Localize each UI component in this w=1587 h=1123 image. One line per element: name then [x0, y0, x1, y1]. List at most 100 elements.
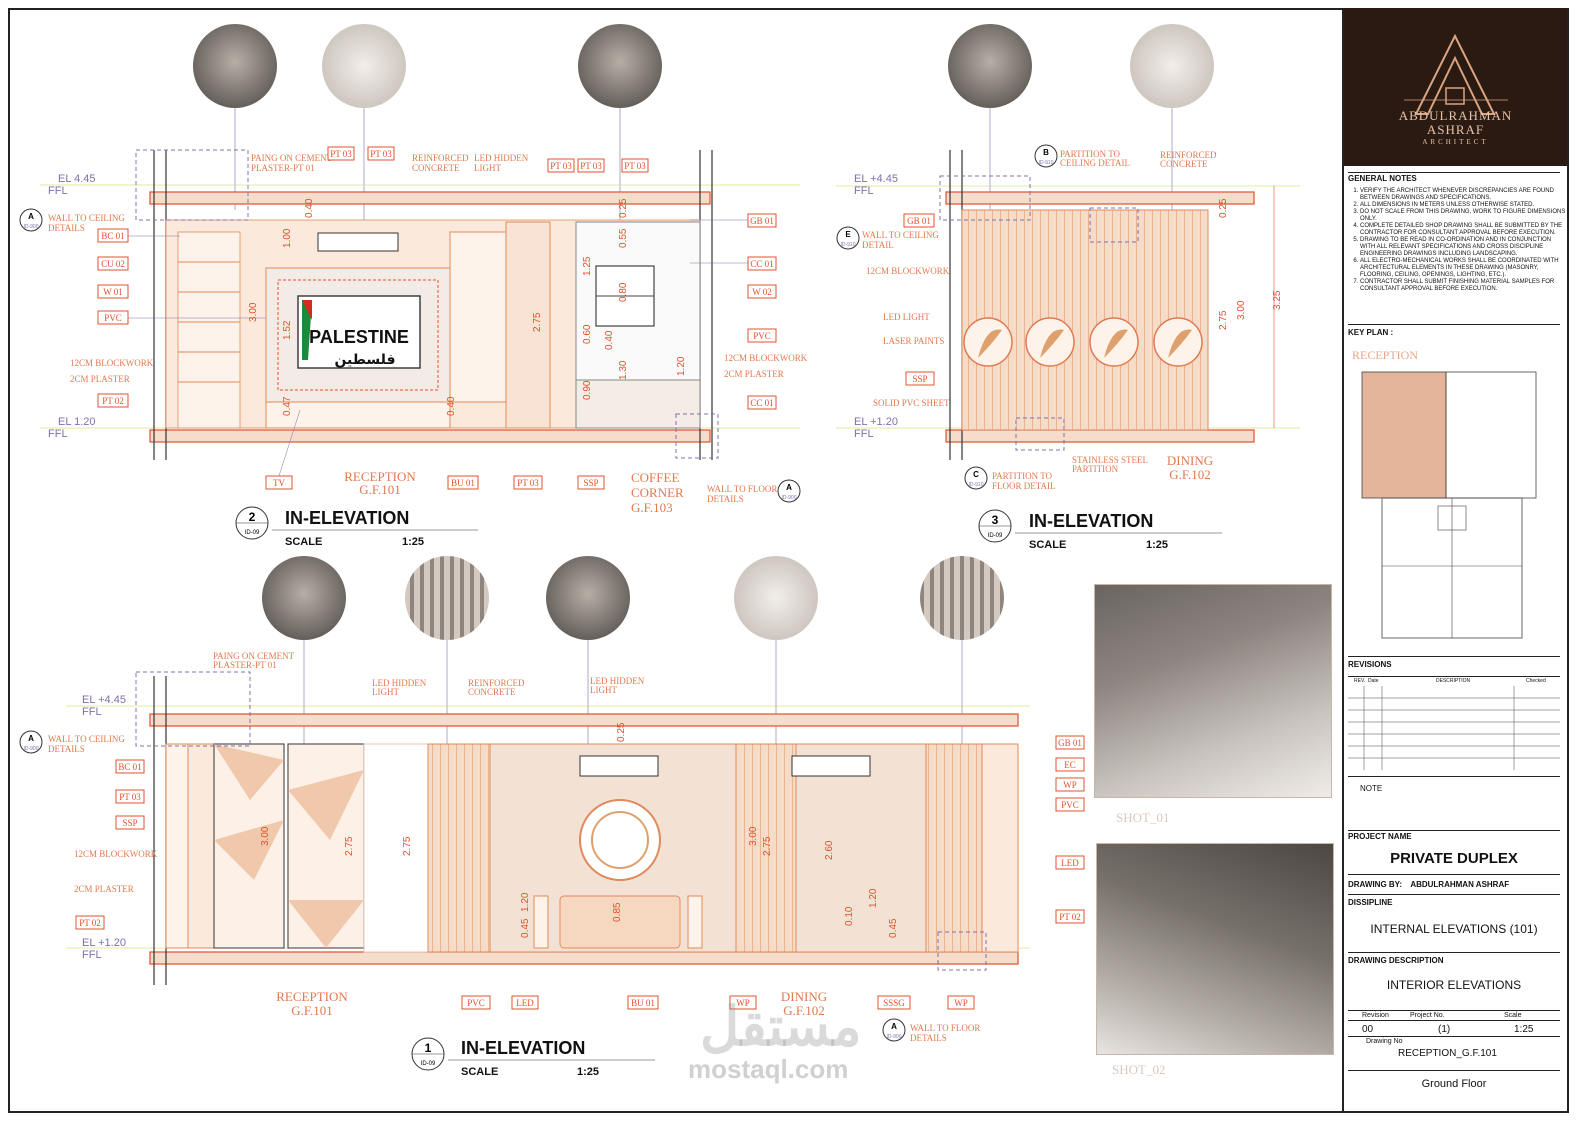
svg-text:PARTITION: PARTITION: [1072, 464, 1119, 474]
tv-screen: [297, 295, 421, 369]
svg-text:LED: LED: [516, 998, 534, 1008]
svg-text:12CM BLOCKWORK: 12CM BLOCKWORK: [724, 353, 808, 363]
svg-text:SSP: SSP: [122, 818, 137, 828]
svg-text:SCALE: SCALE: [1029, 539, 1066, 551]
tags-top: PT 03 PT 03 PT 03 PT 03 PT 03: [327, 146, 649, 173]
floor-slab: [149, 429, 711, 443]
svg-text:LIGHT: LIGHT: [372, 687, 399, 697]
svg-text:ID-09: ID-09: [988, 533, 1003, 539]
logo: ABDULRAHMAN ASHRAF ARCHITECT: [1344, 8, 1567, 166]
discipline-heading: DISSIPLINE: [1348, 898, 1393, 907]
console-table: [559, 895, 681, 949]
svg-text:0.10: 0.10: [844, 906, 855, 926]
svg-text:DINING: DINING: [1167, 453, 1213, 468]
svg-text:STAINLESS STEEL: STAINLESS STEEL: [1072, 455, 1148, 465]
titleblock-divider: [1342, 8, 1344, 1113]
svg-text:SSSG: SSSG: [883, 998, 905, 1008]
svg-text:SSP: SSP: [583, 478, 598, 488]
svg-text:WALL TO FLOOR: WALL TO FLOOR: [910, 1023, 980, 1033]
svg-text:1.52: 1.52: [282, 320, 293, 340]
svg-text:SCALE: SCALE: [461, 1066, 498, 1078]
svg-text:RECEPTION: RECEPTION: [276, 989, 348, 1004]
elevations-canvas: EL 4.45 FFL EL 1.20 FFL PALESTINE فلسطين: [19, 24, 1300, 1078]
svg-text:EL +1.20: EL +1.20: [854, 416, 898, 428]
svg-text:2.60: 2.60: [824, 840, 835, 860]
svg-text:PT 02: PT 02: [1059, 912, 1081, 922]
tags-right: GB 01 CC 01 W 02 PVC CC 01: [747, 213, 777, 410]
svg-text:W 01: W 01: [103, 287, 123, 297]
tags-bottom: TV BU 01 PT 03 SSP: [265, 475, 605, 490]
tags-bottom: PVC LED BU 01 WP SSSG WP: [461, 995, 975, 1010]
ref-image-circle: [546, 556, 630, 640]
svg-text:0.40: 0.40: [304, 198, 315, 218]
svg-text:A: A: [891, 1022, 897, 1031]
svg-text:EL +4.45: EL +4.45: [854, 173, 898, 185]
svg-text:CC 01: CC 01: [750, 398, 773, 408]
svg-text:3.00: 3.00: [748, 826, 759, 846]
dimensions: 3.00 2.75 2.75 0.25 1.20 0.45 0.85 3.00 …: [260, 722, 899, 938]
title-block: ABDULRAHMAN ASHRAF ARCHITECT GENERAL NOT…: [1344, 8, 1567, 1113]
svg-text:2.75: 2.75: [1218, 310, 1229, 330]
description-value: INTERIOR ELEVATIONS: [1386, 978, 1522, 992]
svg-text:0.40: 0.40: [604, 330, 615, 350]
svg-text:PT 03: PT 03: [580, 161, 602, 171]
svg-text:B: B: [1043, 148, 1049, 157]
svg-text:ID-910: ID-910: [840, 242, 855, 248]
tags-left: BC 01 PT 03 SSP PT 02: [75, 759, 145, 930]
svg-text:CONCRETE: CONCRETE: [468, 687, 516, 697]
elevation-title: IN-ELEVATION: [1029, 511, 1153, 531]
svg-text:WALL TO CEILING: WALL TO CEILING: [862, 230, 939, 240]
svg-text:1.30: 1.30: [618, 360, 629, 380]
sign-text-arabic: فلسطين: [334, 352, 395, 368]
svg-text:REINFORCED: REINFORCED: [412, 153, 469, 163]
render-shot-1: [1094, 584, 1332, 798]
svg-text:C: C: [973, 470, 979, 479]
svg-text:GB 01: GB 01: [1058, 738, 1082, 748]
svg-text:ID-900: ID-900: [781, 495, 796, 501]
svg-text:CU 02: CU 02: [101, 259, 125, 269]
ref-image-circle: [1130, 24, 1214, 108]
svg-text:CONCRETE: CONCRETE: [412, 163, 460, 173]
svg-text:PVC: PVC: [753, 331, 771, 341]
svg-text:1.00: 1.00: [282, 228, 293, 248]
svg-text:LIGHT: LIGHT: [590, 685, 617, 695]
svg-text:REINFORCED: REINFORCED: [1160, 150, 1217, 160]
svg-text:2CM PLASTER: 2CM PLASTER: [724, 369, 784, 379]
svg-text:FLOOR DETAIL: FLOOR DETAIL: [992, 481, 1056, 491]
project-name: PRIVATE DUPLEX: [1390, 850, 1518, 867]
svg-text:G.F.101: G.F.101: [291, 1003, 333, 1018]
svg-text:0.25: 0.25: [1218, 198, 1229, 218]
svg-text:2.75: 2.75: [344, 836, 355, 856]
svg-text:3.00: 3.00: [1236, 300, 1247, 320]
ref-image-circle: [734, 556, 818, 640]
svg-text:FFL: FFL: [854, 428, 874, 440]
svg-text:0.45: 0.45: [888, 918, 899, 938]
svg-text:BU 01: BU 01: [451, 478, 475, 488]
description-heading: DRAWING DESCRIPTION: [1348, 956, 1444, 965]
svg-text:LIGHT: LIGHT: [474, 163, 501, 173]
svg-text:2.75: 2.75: [532, 312, 543, 332]
svg-text:0.45: 0.45: [520, 918, 531, 938]
ref-image-circle: [948, 24, 1032, 108]
level-top: EL 4.45: [58, 173, 96, 185]
svg-text:1.20: 1.20: [520, 892, 531, 912]
svg-text:1:25: 1:25: [577, 1066, 599, 1078]
svg-text:3.25: 3.25: [1272, 290, 1283, 310]
svg-text:GB 01: GB 01: [750, 216, 774, 226]
svg-text:LED HIDDEN: LED HIDDEN: [474, 153, 529, 163]
ref-image-circle: [405, 556, 489, 640]
shelving-unit: [177, 231, 241, 429]
sheet-border: [8, 8, 1569, 1113]
svg-text:GB 01: GB 01: [907, 216, 931, 226]
ffl-label: FFL: [48, 428, 68, 440]
sign-text: PALESTINE: [309, 327, 409, 347]
svg-text:A: A: [28, 212, 34, 221]
keyplan-heading: KEY PLAN :: [1348, 328, 1394, 337]
section-callout: [777, 479, 801, 503]
shot-label: SHOT_02: [1112, 1062, 1166, 1077]
svg-text:SSP: SSP: [912, 374, 927, 384]
tags-right: GB 01 EC WP PVC LED PT 02: [1055, 735, 1085, 924]
elevation-2: EL 4.45 FFL EL 1.20 FFL PALESTINE فلسطين: [19, 24, 808, 548]
svg-text:1: 1: [425, 1041, 432, 1055]
